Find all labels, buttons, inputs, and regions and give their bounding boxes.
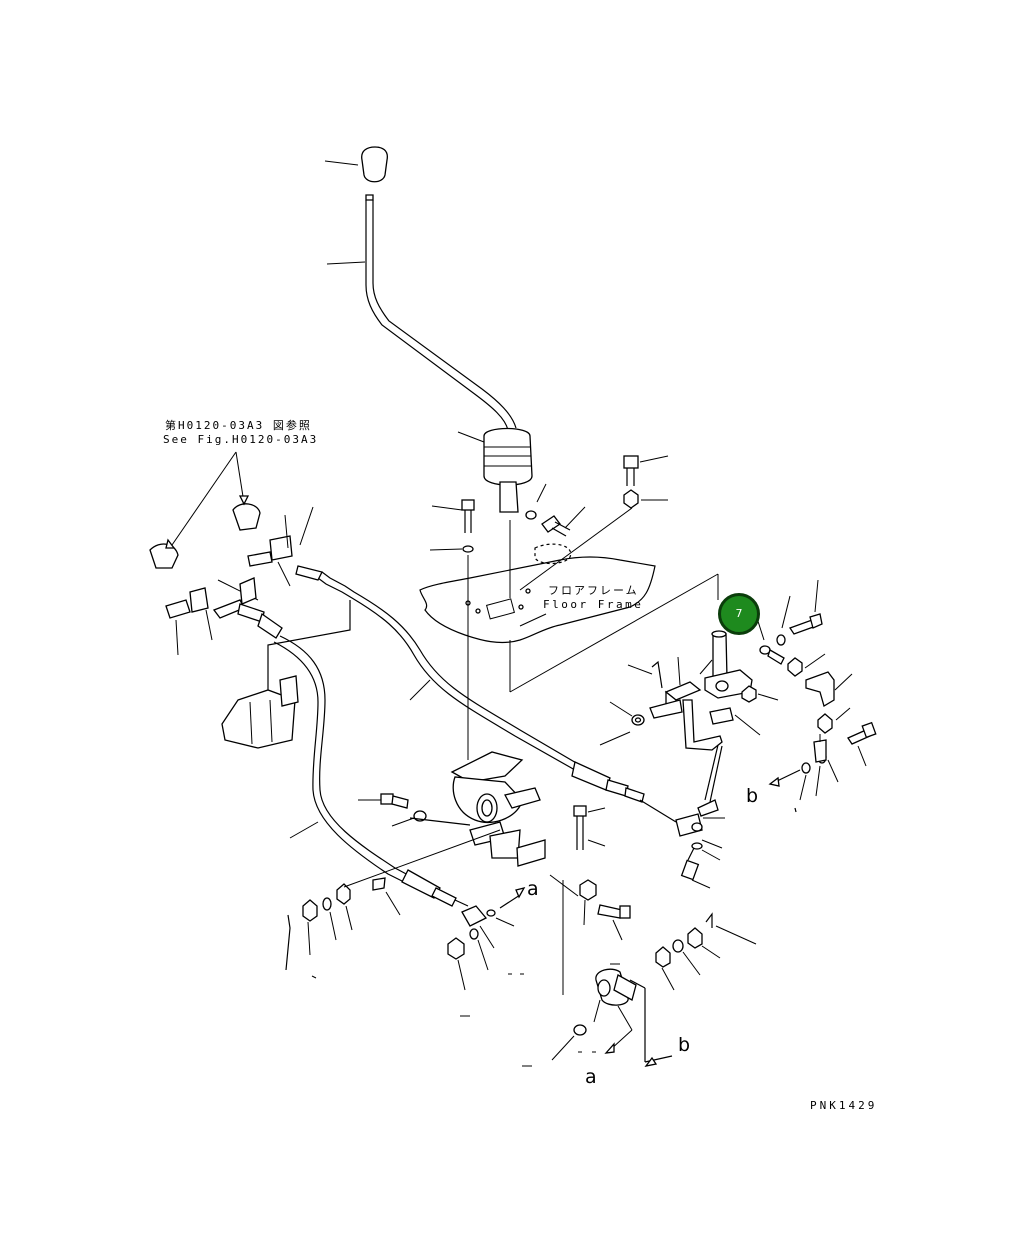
- floor-frame-callout: [509, 573, 719, 693]
- lower-right-fasteners: [655, 912, 757, 991]
- left-socket-lower: [149, 543, 283, 656]
- shift-lever-boot: [457, 427, 533, 513]
- view-marker-b-lower: b: [678, 1034, 691, 1056]
- upper-right-bolt: [519, 455, 669, 591]
- upper-cable-rod-end: [639, 799, 725, 861]
- lower-joint-assembly: [522, 963, 673, 1067]
- part-number-badge[interactable]: 7: [718, 593, 760, 635]
- view-marker-a-upper: a: [527, 878, 539, 900]
- right-side-fasteners: [755, 579, 877, 813]
- part-7-bracket: [704, 630, 753, 699]
- left-nut-stack: [285, 829, 501, 979]
- lever-base-bracket: [450, 520, 546, 867]
- left-socket-upper: [217, 503, 314, 605]
- lower-control-cable: [273, 635, 469, 916]
- upper-control-cable: [295, 565, 645, 803]
- cable-end-washer: [609, 701, 645, 726]
- floor-small-bolts: [525, 483, 586, 537]
- floor-bolt: [429, 499, 475, 553]
- view-marker-b-upper: b: [746, 785, 759, 807]
- left-mount-bracket: [221, 600, 351, 749]
- floor-frame-label-english: Floor Frame: [543, 598, 644, 611]
- shift-lever-rod: [326, 194, 517, 431]
- shift-knob: [324, 146, 388, 183]
- center-lower-fasteners: [447, 887, 526, 1017]
- linkage-bracket-assembly: [627, 656, 779, 817]
- center-left-bolts: [358, 793, 471, 827]
- view-marker-a-lower: a: [585, 1066, 597, 1088]
- floor-frame-label-japanese: フロアフレーム: [548, 584, 639, 597]
- center-right-bolts: [549, 805, 711, 995]
- reference-pointer: [165, 451, 250, 549]
- reference-note-english: See Fig.H0120-03A3: [163, 433, 319, 446]
- reference-note-japanese: 第H0120-03A3 図参照: [165, 419, 312, 432]
- drawing-number: PNK1429: [810, 1099, 878, 1112]
